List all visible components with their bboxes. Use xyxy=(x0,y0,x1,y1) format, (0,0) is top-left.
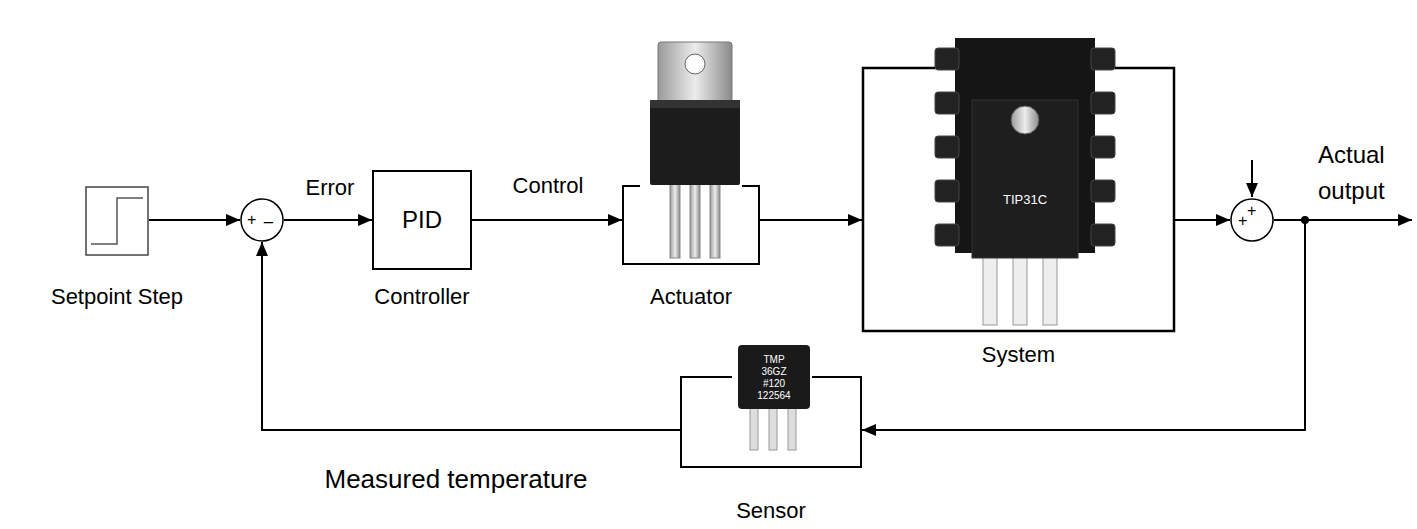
summing-junction: +_ xyxy=(240,198,284,242)
rect-part xyxy=(935,48,959,70)
rect-part xyxy=(690,178,700,258)
rect-part xyxy=(650,100,740,185)
sign-symbol: + xyxy=(247,210,256,229)
part-marking: 36GZ xyxy=(761,366,786,378)
box-outline xyxy=(863,68,1174,331)
block-label: Sensor xyxy=(736,498,806,524)
rect-part xyxy=(972,100,1078,258)
step-symbol xyxy=(91,198,143,244)
temperature-sensor-photo xyxy=(738,345,810,450)
bracket-outline xyxy=(623,186,759,264)
rect-part xyxy=(935,136,959,158)
rect-part xyxy=(1013,250,1027,325)
sign-symbol: + xyxy=(1247,201,1256,220)
node-outline xyxy=(85,186,149,256)
rect-part xyxy=(1091,224,1115,246)
rect-part xyxy=(710,178,720,258)
rect-part xyxy=(935,180,959,202)
node-outline xyxy=(622,185,760,265)
line-part xyxy=(1305,219,1412,221)
junction-circle xyxy=(1231,199,1273,241)
actuator-block: Actuator xyxy=(622,185,760,265)
rect-part xyxy=(670,178,680,258)
power-transistor-photo xyxy=(650,42,740,258)
block-label: Actuator xyxy=(650,284,732,310)
rect-part xyxy=(1043,250,1057,325)
controller-box: PIDController xyxy=(372,170,472,270)
node-outline xyxy=(680,376,862,468)
signal-arrow xyxy=(760,219,862,221)
output-label: Actual output xyxy=(1318,137,1413,209)
box-outline xyxy=(373,171,471,269)
circle-part xyxy=(1011,106,1039,134)
signal-arrow xyxy=(284,219,372,221)
rect-part xyxy=(650,100,740,108)
sensor-block: Sensor xyxy=(680,376,862,468)
heatsink-transistor-photo xyxy=(935,38,1115,325)
rect-part xyxy=(1091,180,1115,202)
rect-part xyxy=(935,224,959,246)
junction-circle xyxy=(241,199,283,241)
node-outline xyxy=(240,198,284,242)
block-label: Controller xyxy=(374,284,469,310)
rect-part xyxy=(935,92,959,114)
block-label: System xyxy=(982,342,1055,368)
signal-arrow xyxy=(262,242,680,430)
rect-part xyxy=(738,345,810,409)
rect-part xyxy=(788,405,796,450)
signal-arrow xyxy=(862,220,1305,430)
part-marking: TMP xyxy=(763,354,784,366)
rect-part xyxy=(769,405,777,450)
rect-part xyxy=(1091,136,1115,158)
box-title: PID xyxy=(402,206,442,235)
setpoint-block: Setpoint Step xyxy=(85,186,149,256)
part-marking: 122564 xyxy=(757,390,790,402)
summing-junction: ++ xyxy=(1230,198,1274,242)
signal-label: Control xyxy=(510,173,587,199)
circle-part xyxy=(685,54,705,74)
box-outline xyxy=(86,187,148,255)
block-label: Setpoint Step xyxy=(51,284,183,310)
sign-symbol: _ xyxy=(264,205,273,224)
signal-arrow xyxy=(1175,219,1230,221)
rect-part xyxy=(983,250,997,325)
rect-part xyxy=(1091,92,1115,114)
signal-label: Measured temperature xyxy=(321,464,590,495)
signal-arrow xyxy=(472,219,622,221)
rect-part xyxy=(1091,48,1115,70)
sign-symbol: + xyxy=(1238,211,1247,230)
bracket-outline xyxy=(681,377,861,467)
line-part xyxy=(1251,160,1253,197)
part-marking: TIP31C xyxy=(1003,192,1047,208)
signal-label: Error xyxy=(303,175,358,201)
rect-part xyxy=(750,405,758,450)
part-marking: #120 xyxy=(763,378,785,390)
signal-arrow xyxy=(149,219,240,221)
